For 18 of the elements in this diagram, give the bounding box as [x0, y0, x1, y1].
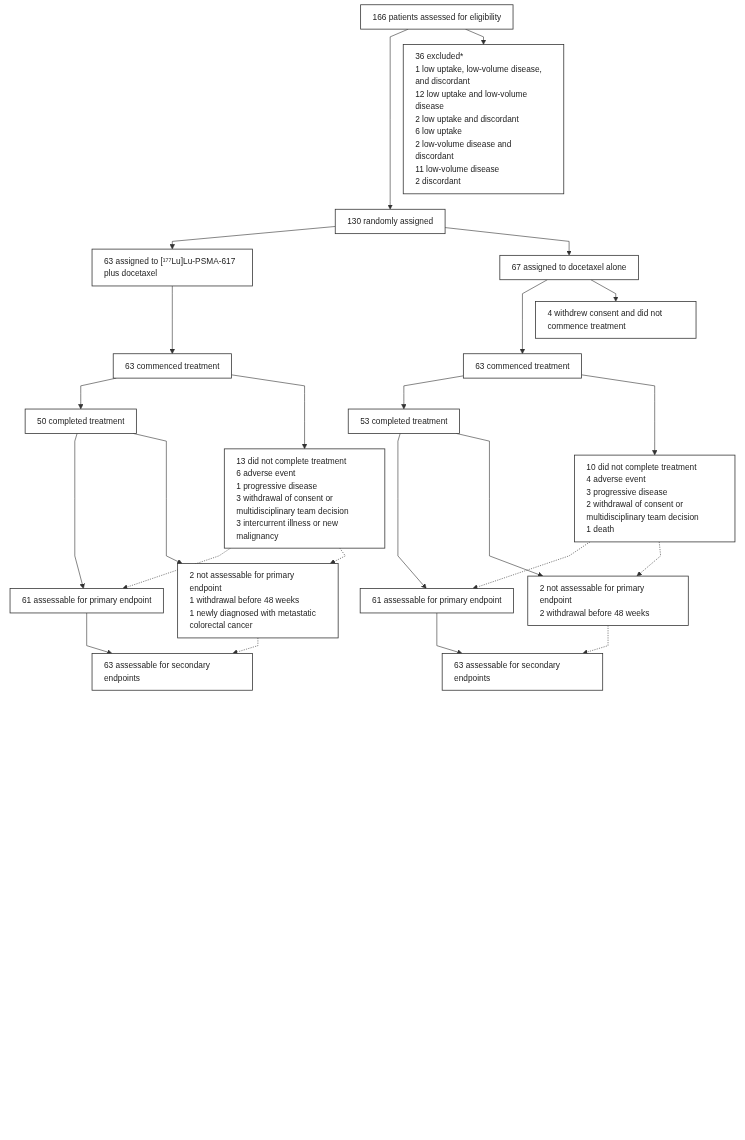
- node-box: 61 assessable for primary endpoint: [359, 588, 514, 614]
- node-box: 63 commenced treatment: [112, 353, 232, 379]
- node-box: 130 randomly assigned: [334, 208, 446, 235]
- node-box: 36 excluded* 1 low uptake, low-volume disease, and discordant 12 low uptake and low-volume disease 2 low uptake and discordant 6 low uptake 2 low-volume disease and discordant 11 low-volume disease 2 discordant: [402, 44, 565, 195]
- node-box: 63 assessable for secondary endpoints: [91, 653, 253, 691]
- node-box: 50 completed treatment: [24, 408, 137, 434]
- node-box: 4 withdrew consent and did not commence treatment: [535, 301, 697, 339]
- node-box: 63 assessable for secondary endpoints: [441, 653, 604, 691]
- node-box: 166 patients assessed for eligibility: [360, 4, 514, 30]
- node-box: 53 completed treatment: [347, 408, 460, 434]
- node-box: 63 assigned to [¹⁷⁷Lu]Lu-PSMA-617 plus docetaxel: [91, 248, 253, 287]
- node-box: 61 assessable for primary endpoint: [9, 588, 164, 614]
- node-box: 2 not assessable for primary endpoint 1 withdrawal before 48 weeks 1 newly diagnosed with metastatic colorectal cancer: [177, 563, 339, 639]
- node-box: 63 commenced treatment: [462, 353, 582, 379]
- node-box: 2 not assessable for primary endpoint 2 withdrawal before 48 weeks: [527, 575, 689, 626]
- node-box: 10 did not complete treatment 4 adverse event 3 progressive disease 2 withdrawal of consent or multidisciplinary team decision 1 death: [574, 454, 736, 543]
- node-box: 13 did not complete treatment 6 adverse event 1 progressive disease 3 withdrawal of consent or multidisciplinary team decision 3 intercurrent illness or new malignancy: [223, 448, 386, 549]
- node-box: 67 assigned to docetaxel alone: [499, 254, 639, 281]
